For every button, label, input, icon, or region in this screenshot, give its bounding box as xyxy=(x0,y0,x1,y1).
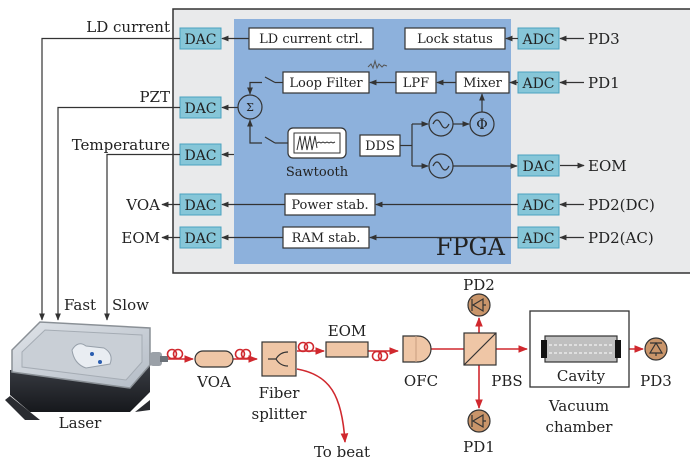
svg-text:DDS: DDS xyxy=(365,139,395,154)
svg-text:Lock status: Lock status xyxy=(417,32,493,47)
signal-eom-drive: EOM xyxy=(121,229,160,247)
svg-text:Mixer: Mixer xyxy=(463,76,502,91)
eom-component xyxy=(325,341,369,358)
svg-text:DAC: DAC xyxy=(184,148,216,164)
block-lpf: LPF xyxy=(395,71,437,94)
signal-temperature: Temperature xyxy=(72,136,170,154)
right-adc-pd2-dc: ADC xyxy=(517,193,560,216)
pd2-label: PD2 xyxy=(463,276,495,294)
pd1-detector-icon xyxy=(467,409,491,433)
pd3-label: PD3 xyxy=(640,372,672,390)
block-loop-filter: Loop Filter xyxy=(282,71,370,94)
left-dac-pzt: DAC xyxy=(179,96,222,119)
right-adc-pd3: ADC xyxy=(517,27,560,50)
block-lock-status: Lock status xyxy=(404,27,506,50)
svg-text:LPF: LPF xyxy=(403,76,429,91)
right-dac-eom: DAC xyxy=(517,154,560,177)
ofc-label: OFC xyxy=(404,372,438,390)
sawtooth-waveform-icon xyxy=(296,135,336,151)
laser-input-fast: Fast xyxy=(64,296,96,314)
left-wiring xyxy=(39,37,180,321)
pbs-label: PBS xyxy=(491,372,522,390)
laser-label: Laser xyxy=(59,414,102,432)
svg-text:DAC: DAC xyxy=(184,32,216,48)
block-power-stab: Power stab. xyxy=(284,193,376,216)
pd2-detector-icon xyxy=(467,293,491,317)
block-dds: DDS xyxy=(359,134,401,157)
signal-pd1: PD1 xyxy=(588,74,620,92)
signal-voa: VOA xyxy=(125,196,160,214)
inner-wiring xyxy=(221,35,518,241)
block-ram-stab: RAM stab. xyxy=(282,226,370,249)
left-dac-temperature: DAC xyxy=(179,143,222,166)
signal-pd2-dc: PD2(DC) xyxy=(588,196,655,214)
svg-text:Φ: Φ xyxy=(476,117,487,133)
block-ld-current-ctrl: LD current ctrl. xyxy=(248,27,374,50)
cavity-component xyxy=(541,335,621,363)
signal-pzt: PZT xyxy=(139,88,170,106)
svg-text:DAC: DAC xyxy=(184,231,216,247)
signal-pd3: PD3 xyxy=(588,30,620,48)
svg-text:Power stab.: Power stab. xyxy=(291,198,368,213)
fiber-splitter-label-1: Fiber xyxy=(259,384,301,402)
pd3-detector-icon xyxy=(644,337,668,361)
signal-pd2-ac: PD2(AC) xyxy=(588,229,654,247)
voa-component xyxy=(194,350,234,368)
svg-text:ADC: ADC xyxy=(521,32,554,48)
svg-text:LD current ctrl.: LD current ctrl. xyxy=(259,32,363,47)
laser-input-slow: Slow xyxy=(112,296,149,314)
fiber-splitter-label-2: splitter xyxy=(252,405,308,423)
vacuum-chamber-label-1: Vacuum xyxy=(548,397,609,415)
svg-text:Loop Filter: Loop Filter xyxy=(289,76,363,91)
right-adc-pd1: ADC xyxy=(517,71,560,94)
noise-icon xyxy=(367,59,388,70)
to-beat-label: To beat xyxy=(314,443,370,461)
fiber-splitter-component xyxy=(261,341,297,377)
pd1-label: PD1 xyxy=(463,438,495,456)
signal-eom-out: EOM xyxy=(588,157,627,175)
svg-text:ADC: ADC xyxy=(521,231,554,247)
block-mixer: Mixer xyxy=(455,71,510,94)
right-adc-pd2-ac: ADC xyxy=(517,226,560,249)
left-dac-voa: DAC xyxy=(179,193,222,216)
svg-text:ADC: ADC xyxy=(521,76,554,92)
cavity-label: Cavity xyxy=(557,367,606,385)
svg-text:DAC: DAC xyxy=(522,159,554,175)
left-dac-ld-current: DAC xyxy=(179,27,222,50)
svg-text:DAC: DAC xyxy=(184,101,216,117)
right-arrows xyxy=(559,35,585,241)
svg-text:ADC: ADC xyxy=(521,198,554,214)
left-dac-eom: DAC xyxy=(179,226,222,249)
svg-text:Sawtooth: Sawtooth xyxy=(286,165,349,180)
eom-label: EOM xyxy=(328,322,367,340)
block-sawtooth: Sawtooth xyxy=(286,127,349,180)
svg-text:Σ: Σ xyxy=(246,101,254,114)
svg-text:DAC: DAC xyxy=(184,198,216,214)
ofc-component xyxy=(402,335,432,363)
pbs-component xyxy=(463,332,497,366)
svg-text:RAM stab.: RAM stab. xyxy=(292,231,361,246)
voa-label: VOA xyxy=(196,373,231,391)
signal-ld-current: LD current xyxy=(86,18,170,36)
laser-icon xyxy=(5,321,168,420)
vacuum-chamber-label-2: chamber xyxy=(546,418,614,436)
